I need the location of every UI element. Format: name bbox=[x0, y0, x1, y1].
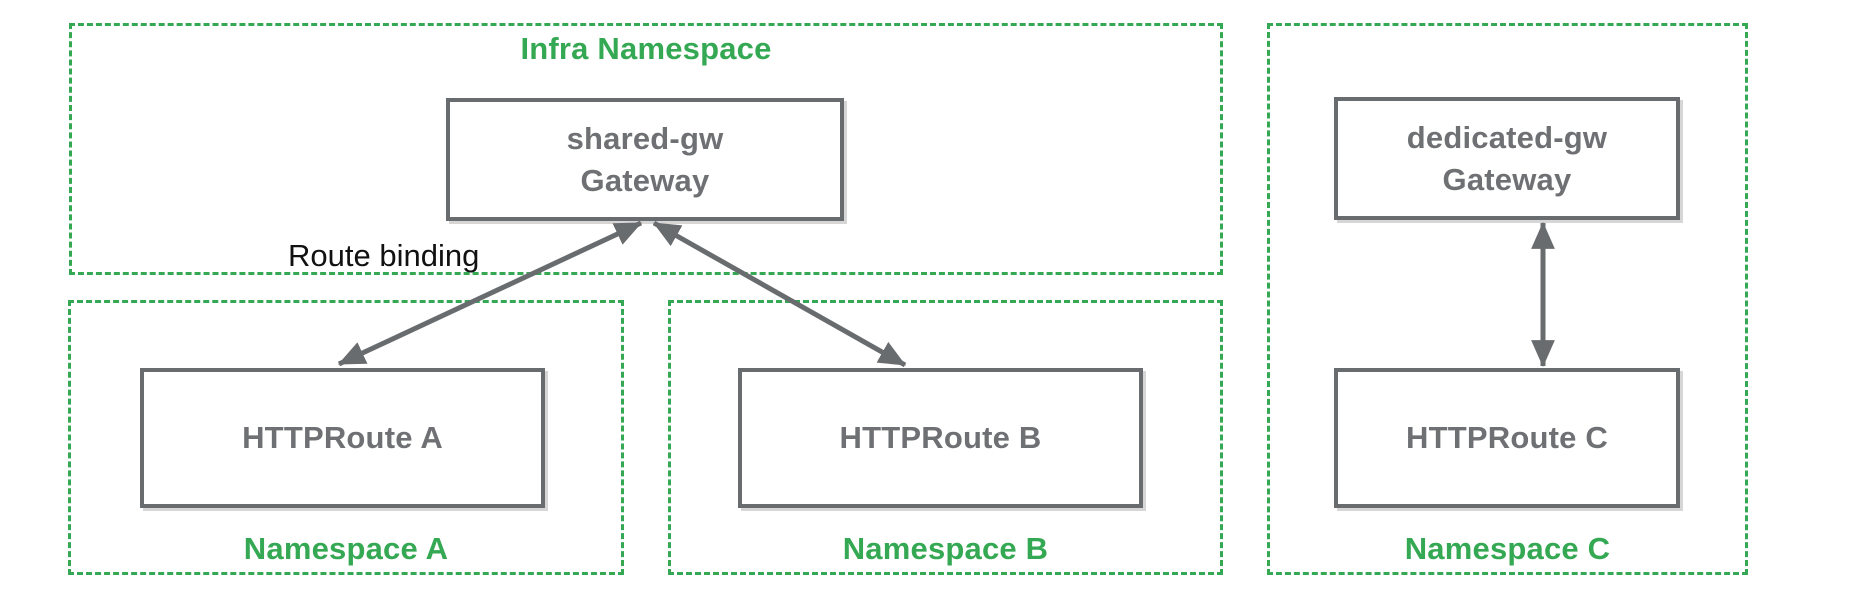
infra-namespace-container: Infra Namespace bbox=[69, 23, 1223, 275]
namespace-b-container: Namespace B bbox=[668, 300, 1223, 575]
httproute-b-node: HTTPRoute B bbox=[738, 368, 1143, 508]
dedicated-gateway-kind: Gateway bbox=[1442, 161, 1572, 197]
namespace-b-label: Namespace B bbox=[842, 531, 1049, 566]
httproute-c-node: HTTPRoute C bbox=[1334, 368, 1680, 508]
httproute-a-node: HTTPRoute A bbox=[140, 368, 545, 508]
shared-gateway-node: shared-gw Gateway bbox=[446, 98, 844, 221]
route-binding-label: Route binding bbox=[288, 238, 480, 273]
namespace-c-container: Namespace C bbox=[1267, 23, 1748, 575]
shared-gateway-name: shared-gw bbox=[566, 120, 724, 156]
namespace-c-label: Namespace C bbox=[1404, 531, 1611, 566]
dedicated-gateway-name: dedicated-gw bbox=[1406, 119, 1608, 155]
dedicated-gateway-node: dedicated-gw Gateway bbox=[1334, 97, 1680, 220]
infra-namespace-label: Infra Namespace bbox=[520, 31, 772, 66]
shared-gateway-kind: Gateway bbox=[580, 162, 710, 198]
namespace-a-label: Namespace A bbox=[243, 531, 449, 566]
